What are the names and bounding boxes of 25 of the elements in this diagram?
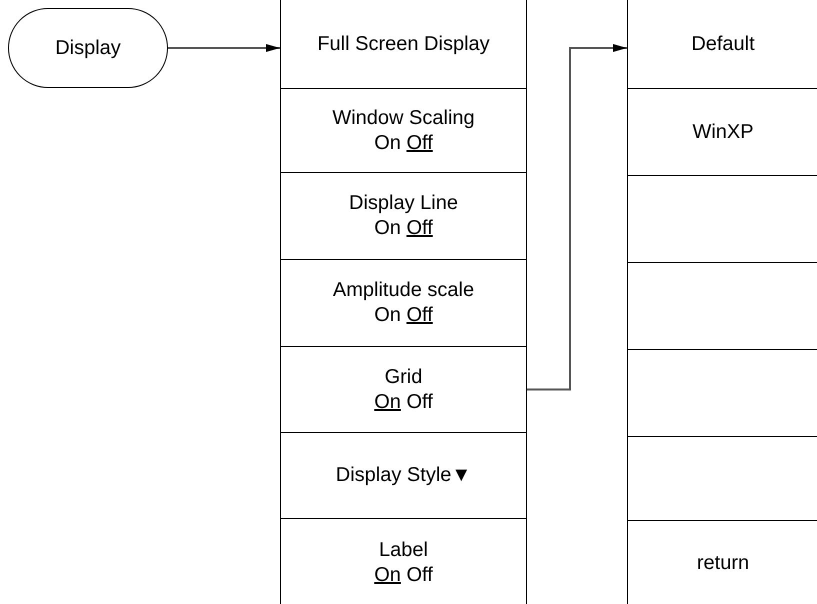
softkey [280, 172, 527, 260]
softkey [280, 0, 527, 89]
key-label: Display [55, 36, 121, 60]
option-toggle: On Off [374, 303, 433, 328]
option-toggle: On Off [374, 390, 433, 414]
key-label: return [696, 551, 750, 576]
key-label: Window Scaling [332, 106, 475, 130]
softkey [280, 518, 527, 604]
softkey [280, 259, 527, 347]
arrow [527, 44, 627, 390]
key-label: WinXP [692, 120, 754, 144]
softkey [280, 88, 527, 173]
key-label: Grid [384, 364, 422, 390]
softkey [280, 346, 527, 433]
key-label: Display Line [349, 191, 458, 216]
arrow [168, 44, 280, 52]
key-label: Display Style▼ [336, 463, 472, 488]
softkey [280, 432, 527, 519]
key-label: Amplitude scale [332, 278, 474, 303]
key-label: Full Screen Display [317, 32, 490, 56]
key-label: Label [379, 538, 428, 562]
option-toggle: On Off [374, 562, 433, 588]
option-toggle: On Off [374, 216, 433, 241]
key-label: Default [691, 32, 755, 56]
option-toggle: On Off [374, 130, 433, 156]
